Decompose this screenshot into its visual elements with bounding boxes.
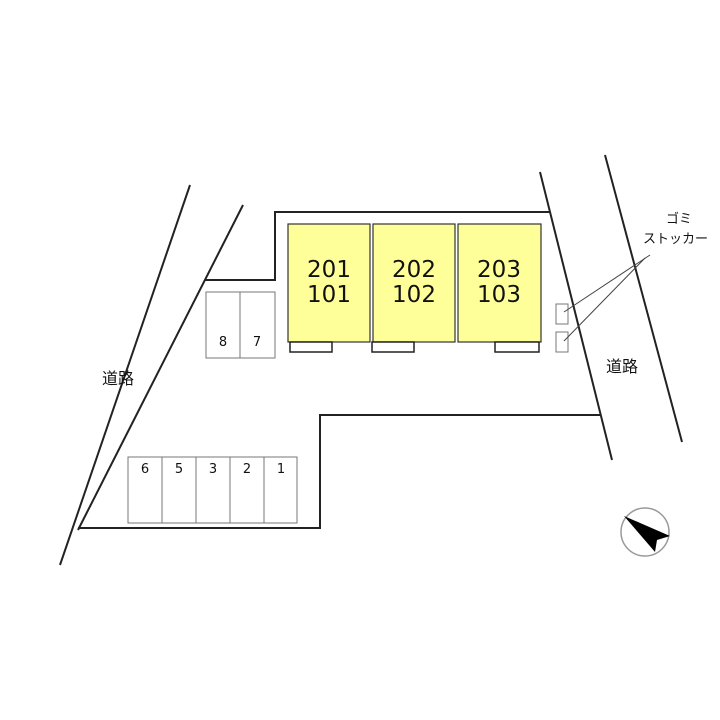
unit-lower: 103 <box>477 282 521 308</box>
road-label-left: 道路 <box>102 369 135 388</box>
building-unit-2 <box>372 223 456 343</box>
site-boundary-bottom <box>78 414 600 529</box>
parking-number: 7 <box>252 335 262 350</box>
garbage-stocker <box>555 303 569 325</box>
garbage-label: ゴミ <box>666 212 693 227</box>
parking-number: 5 <box>174 462 184 477</box>
leader-line <box>563 257 646 342</box>
unit-lower: 101 <box>307 282 351 308</box>
parking-space-2 <box>229 456 265 524</box>
north-arrow-icon <box>620 507 670 557</box>
road-label-right: 道路 <box>606 357 639 376</box>
parking-number: 6 <box>140 462 150 477</box>
parking-number: 2 <box>242 462 252 477</box>
parking-number: 1 <box>276 462 286 477</box>
garbage-label: ストッカー <box>643 232 709 247</box>
parking-space-8 <box>205 291 241 359</box>
parking-space-6 <box>127 456 163 524</box>
unit-upper: 202 <box>392 257 436 283</box>
right-road-outer-line <box>604 154 683 443</box>
parking-space-5 <box>161 456 197 524</box>
parking-space-7 <box>239 291 276 359</box>
garbage-stocker <box>555 331 569 353</box>
balcony <box>289 341 333 353</box>
parking-space-1 <box>263 456 298 524</box>
parking-number: 3 <box>208 462 218 477</box>
parking-number: 8 <box>218 335 228 350</box>
left-road-outer-line <box>59 184 191 566</box>
right-road-inner-line <box>539 171 613 461</box>
site-boundary <box>205 211 550 281</box>
unit-upper: 201 <box>307 257 351 283</box>
leader-line <box>563 254 651 313</box>
balcony <box>494 341 540 353</box>
building-unit-3 <box>457 223 542 343</box>
unit-lower: 102 <box>392 282 436 308</box>
balcony <box>371 341 415 353</box>
unit-upper: 203 <box>477 257 521 283</box>
left-road-inner-line <box>77 204 244 531</box>
